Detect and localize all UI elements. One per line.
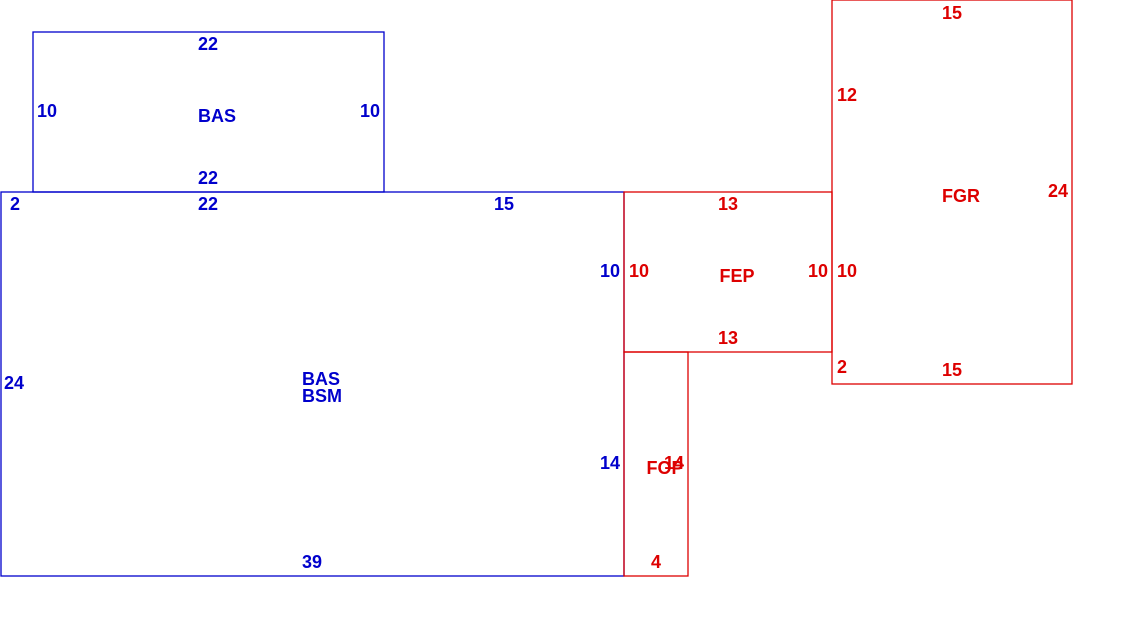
fep-label: FEP (719, 266, 754, 286)
bas-main-dim-top-left-step: 2 (10, 194, 20, 214)
bas-main-dim-bottom: 39 (302, 552, 322, 572)
bas-main-dim-right-upper: 10 (600, 261, 620, 281)
fgr-label: FGR (942, 186, 980, 206)
bas-main-label-1: BAS (302, 369, 340, 389)
bas-main-dim-left: 24 (4, 373, 24, 393)
bas-upper-dim-left: 10 (37, 101, 57, 121)
fgr-dim-left-mid: 10 (837, 261, 857, 281)
fop-outline (623, 351, 689, 577)
fep-dim-left: 10 (629, 261, 649, 281)
area-fep: 13 10 10 13 FEP (623, 191, 833, 353)
fep-dim-top: 13 (718, 194, 738, 214)
bas-main-dim-right-lower: 14 (600, 453, 620, 473)
fep-dim-right: 10 (808, 261, 828, 281)
fop-dim-right: 14 (664, 453, 684, 473)
area-bas-upper: 22 10 10 22 BAS (32, 31, 385, 193)
bas-upper-label: BAS (198, 106, 236, 126)
bas-main-label-2: BSM (302, 386, 342, 406)
fgr-outline (831, 0, 1073, 385)
fop-label: FOP (646, 458, 683, 478)
bas-main-dim-top-a: 22 (198, 194, 218, 214)
fgr-dim-top: 15 (942, 3, 962, 23)
fep-dim-bottom: 13 (718, 328, 738, 348)
fgr-dim-bottom: 15 (942, 360, 962, 380)
bas-upper-dim-right: 10 (360, 101, 380, 121)
fgr-dim-right: 24 (1048, 181, 1068, 201)
fop-dim-bottom: 4 (651, 552, 661, 572)
bas-upper-dim-bottom: 22 (198, 168, 218, 188)
bas-upper-dim-top: 22 (198, 34, 218, 54)
fgr-dim-left-lower: 2 (837, 357, 847, 377)
fgr-dim-left-upper: 12 (837, 85, 857, 105)
area-fop: 14 FOP 4 (623, 351, 689, 577)
bas-main-dim-top-b: 15 (494, 194, 514, 214)
area-fgr: 15 12 10 2 24 15 FGR (831, 0, 1073, 385)
area-bas-main: 2 22 15 24 10 14 39 BAS BSM (0, 191, 625, 577)
